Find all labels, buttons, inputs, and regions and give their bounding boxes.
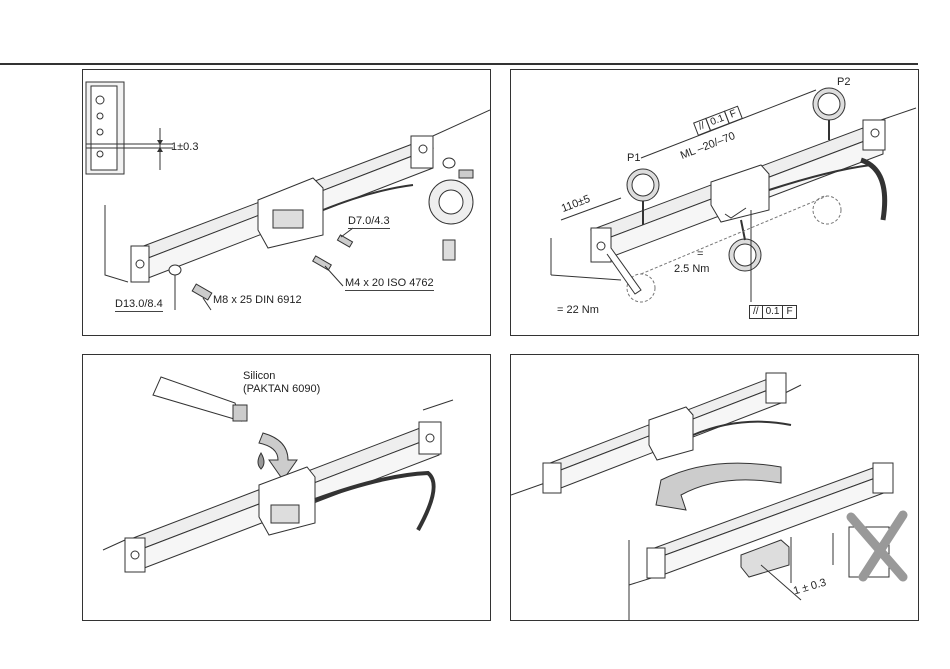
tolerance-symbol: // (749, 305, 763, 319)
torque-large-label: = 22 Nm (557, 304, 599, 316)
torque-equals-label: = (697, 248, 703, 260)
gauge-p2-label: P2 (837, 76, 850, 88)
tolerance-value: 0.1 (762, 305, 784, 319)
tolerance-label: 1±0.3 (171, 141, 198, 153)
gauge-p1-label: P1 (627, 152, 640, 164)
torque-small-label: 2.5 Nm (674, 263, 709, 275)
panel-assembly-wrong-drawing (511, 355, 918, 620)
tolerance-datum: F (782, 305, 796, 319)
screw-din-label: M8 x 25 DIN 6912 (213, 294, 302, 306)
panel-mounting-screws: 1±0.3 D7.0/4.3 M4 x 20 ISO 4762 D13.0/8.… (82, 69, 491, 336)
paktan-label: (PAKTAN 6090) (243, 383, 320, 395)
silicon-label: Silicon (243, 370, 275, 382)
washer-label: D13.0/8.4 (115, 298, 163, 312)
screw-iso-label: M4 x 20 ISO 4762 (345, 277, 434, 291)
header-rule (0, 63, 918, 65)
panel-sealing: Silicon (PAKTAN 6090) (82, 354, 491, 621)
panel-alignment: P1 P2 ML –20/–70 110±5 = 2.5 Nm = 22 Nm … (510, 69, 919, 336)
screw-small-label: D7.0/4.3 (348, 215, 390, 229)
panel-assembly-wrong: 1 ± 0.3 (510, 354, 919, 621)
